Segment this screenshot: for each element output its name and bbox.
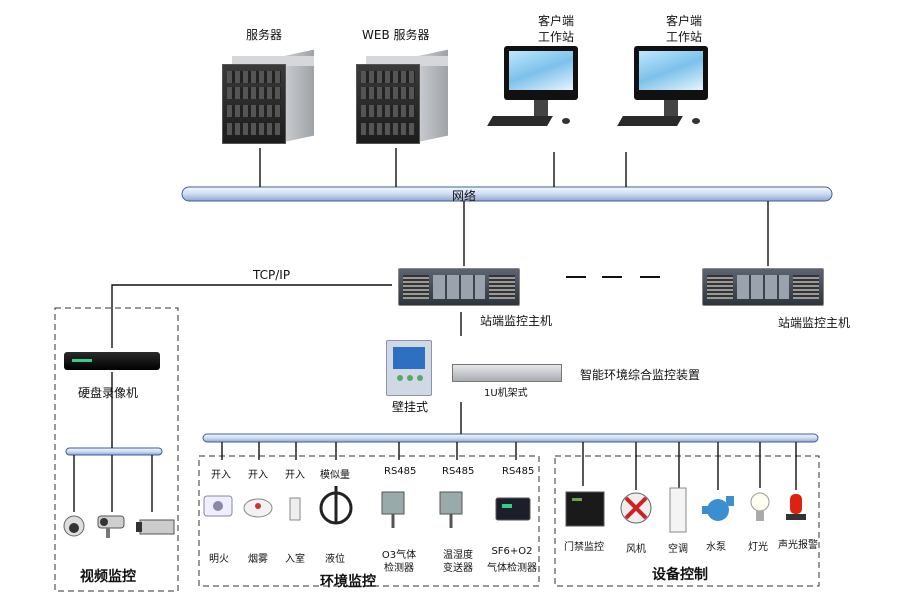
rack-device-label: 1U机架式 [484,388,528,399]
control-item-5: 灯光 [748,542,768,553]
host1-label: 站端监控主机 [480,314,553,328]
env-name-5b: 检测器 [384,563,414,574]
sf6-o2-detector-icon [495,497,531,521]
env-name-7b: 气体检测器 [487,563,537,574]
video-bus [65,447,163,456]
env-name-5a: O3气体 [381,550,417,561]
env-group-title: 环境监控 [320,574,376,590]
wall-mount-label: 壁挂式 [392,400,429,414]
env-port-2: 开入 [248,470,268,481]
video-group-title: 视频监控 [80,569,136,585]
flame-detector-icon [203,495,233,517]
control-item-1: 门禁监控 [564,542,604,553]
station-host-icon [398,268,520,306]
door-sensor-icon [289,497,301,521]
client1-label-1: 客户端 [537,14,574,28]
video-group-box [54,307,179,592]
fan-icon [620,492,652,524]
client-workstation-icon [487,46,582,136]
control-item-2: 风机 [626,544,646,555]
env-port-5: RS485 [384,466,417,477]
control-item-3: 空调 [668,544,688,555]
client1-label-2: 工作站 [537,30,574,44]
env-group-box [198,455,540,587]
air-conditioner-icon [669,487,687,533]
light-bulb-icon [750,492,770,521]
server-icon [222,49,314,144]
client2-label-2: 工作站 [665,30,702,44]
control-group-title: 设备控制 [652,567,708,583]
water-pump-icon [702,496,734,521]
rack-device-icon [452,364,562,382]
box-camera-icon [136,519,175,535]
control-device-icons [565,487,806,533]
client2-label-1: 客户端 [665,14,702,28]
control-item-4: 水泵 [706,542,726,553]
device-name-label: 智能环境综合监控装置 [580,368,701,382]
env-name-4: 液位 [325,554,345,565]
env-port-3: 开入 [285,470,305,481]
env-name-7a: SF6+O2 [491,546,533,557]
env-port-4: 模似量 [320,470,350,481]
server-label: 服务器 [246,28,283,42]
bullet-camera-icon [97,515,125,538]
access-control-icon [565,491,605,527]
host2-label: 站端监控主机 [778,316,851,330]
wall-mount-device-icon [386,340,432,396]
control-item-6: 声光报警 [778,540,818,551]
env-port-6: RS485 [442,466,475,477]
temp-humidity-transmitter-icon [439,491,463,528]
o3-gas-detector-icon [381,491,405,528]
tcpip-label: TCP/IP [253,268,291,282]
nvr-icon [64,352,160,370]
smoke-detector-icon [243,498,273,518]
env-name-2: 烟雾 [248,554,268,565]
env-name-1: 明火 [209,554,229,565]
web-server-label: WEB 服务器 [362,28,430,42]
env-port-7: RS485 [502,466,535,477]
web-server-icon [356,49,448,144]
network-label: 网络 [452,189,477,203]
liquid-level-sensor-icon [319,486,353,525]
env-name-6a: 温湿度 [443,550,473,561]
dome-camera-icon [63,515,85,537]
field-bus [202,433,819,443]
alarm-siren-icon [786,494,806,520]
network-bus [181,186,833,202]
client-workstation-icon [617,46,712,136]
env-name-6b: 变送器 [443,563,473,574]
env-sensor-icons [203,486,531,528]
env-name-3: 入室 [285,554,305,565]
nvr-label: 硬盘录像机 [78,386,139,400]
control-group-box [554,455,820,587]
env-port-1: 开入 [211,470,231,481]
camera-icons [63,515,175,538]
station-host-icon [702,268,824,306]
